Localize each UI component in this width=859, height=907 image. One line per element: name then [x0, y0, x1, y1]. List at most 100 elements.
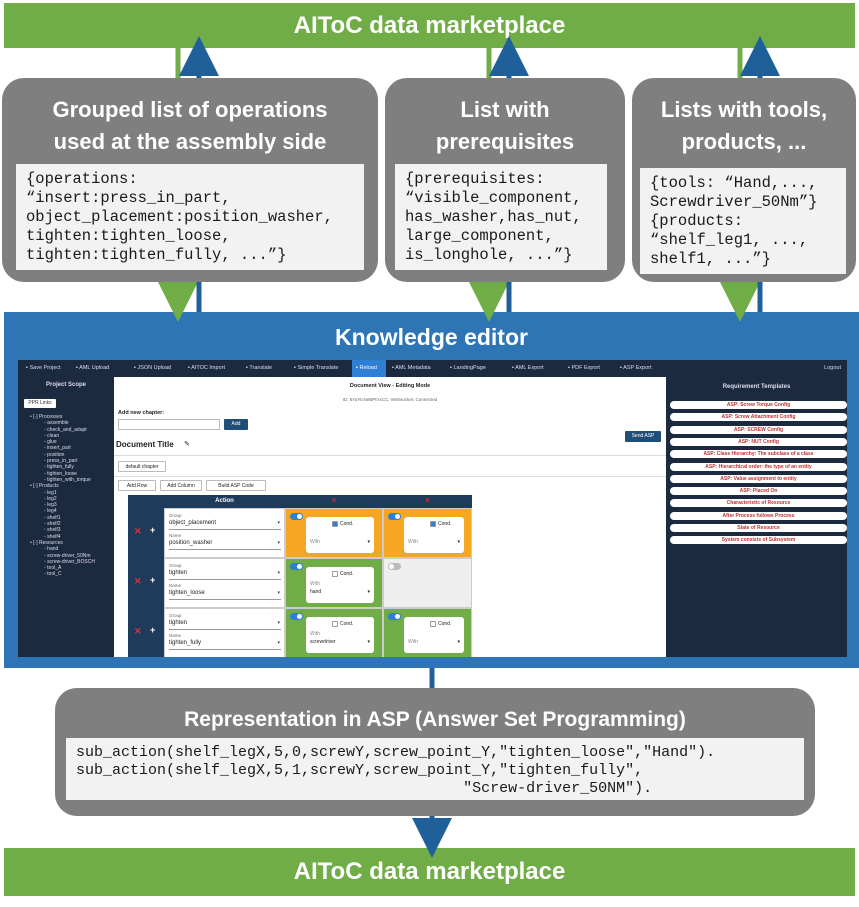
group-select[interactable]: object_placement	[169, 520, 217, 526]
tree-item[interactable]: • [-] Resources	[30, 539, 63, 546]
chevron-down-icon[interactable]: ▾	[457, 539, 460, 545]
with-select[interactable]: With	[408, 639, 418, 645]
send-asp-button[interactable]: Send ASP	[625, 431, 661, 442]
tree-item[interactable]: ◦ shelf3	[44, 527, 61, 534]
tree-item[interactable]: ◦ glue	[44, 439, 57, 446]
template-item[interactable]: ASP: Class Hierarchy: The subclass of a …	[670, 450, 847, 459]
menu-item-aml-upload[interactable]: ▪ AML Upload	[76, 365, 110, 371]
chevron-down-icon[interactable]: ▾	[277, 540, 280, 546]
tree-item[interactable]: ◦ screw-driver_BOSCH	[44, 558, 95, 565]
chevron-down-icon[interactable]: ▾	[367, 589, 370, 595]
cond-checkbox[interactable]	[430, 621, 436, 627]
tree-item[interactable]: ◦ hand	[44, 546, 59, 553]
toggle-switch[interactable]	[290, 563, 303, 570]
template-item[interactable]: Characteristic of Resource	[670, 499, 847, 508]
toggle-switch[interactable]	[388, 613, 401, 620]
cond-checkbox[interactable]	[332, 571, 338, 577]
chevron-down-icon[interactable]: ▾	[277, 590, 280, 596]
add-chapter-button[interactable]: Add	[224, 419, 248, 430]
template-item[interactable]: ASP: Hierarchical order: the type of an …	[670, 462, 847, 471]
tree-item[interactable]: ◦ leg1	[44, 489, 57, 496]
tree-item[interactable]: ◦ tool_A	[44, 565, 62, 572]
menu-item-translate[interactable]: ▪ Translate	[246, 365, 273, 371]
tree-item[interactable]: ◦ leg3	[44, 502, 57, 509]
template-item[interactable]: After Process follows Process	[670, 511, 847, 520]
template-item[interactable]: ASP: Screw Attachment Config	[670, 413, 847, 422]
tree-item[interactable]: ◦ tighten_fully	[44, 464, 74, 471]
cond-checkbox[interactable]	[430, 521, 436, 527]
add-column-button[interactable]: Add Column	[160, 480, 202, 491]
toggle-switch[interactable]	[290, 513, 303, 520]
with-select[interactable]: With	[408, 539, 418, 545]
delete-column-icon[interactable]: ✕	[331, 498, 337, 504]
tree-item[interactable]: ◦ insert_part	[44, 445, 71, 452]
with-select[interactable]: hand	[310, 589, 322, 595]
tree-item[interactable]: ◦ tool_C	[44, 571, 62, 578]
tree-item[interactable]: • [-] Processes	[30, 414, 63, 420]
add-chapter-input[interactable]	[118, 419, 220, 430]
template-item[interactable]: ASP: NUT Config	[670, 437, 847, 446]
menu-item-reload[interactable]: ▪ Reload	[352, 360, 386, 377]
template-item[interactable]: State of Resource	[670, 524, 847, 532]
with-select[interactable]: With	[310, 539, 320, 545]
add-icon[interactable]: +	[150, 625, 156, 635]
toggle-switch[interactable]	[388, 563, 401, 570]
add-row-button[interactable]: Add Row	[118, 480, 156, 491]
chevron-down-icon[interactable]: ▾	[457, 639, 460, 645]
add-icon[interactable]: +	[150, 575, 156, 585]
menu-item-json-upload[interactable]: ▪ JSON Upload	[134, 365, 172, 371]
cond-checkbox[interactable]	[332, 521, 338, 527]
tree-item[interactable]: ◦ shelf4	[44, 533, 61, 540]
with-select[interactable]: screwdriver	[310, 639, 336, 645]
tree-item[interactable]: ◦ tighten_loose	[44, 470, 77, 477]
menu-item-aml-export[interactable]: ▪ AML Export	[512, 365, 544, 371]
menu-item-simple-translate[interactable]: ▪ Simple Translate	[294, 365, 339, 371]
tree-item[interactable]: ◦ shelf1	[44, 514, 61, 521]
ppr-links-button[interactable]: PPR Links	[24, 399, 56, 408]
tree-item[interactable]: ◦ shelf2	[44, 521, 61, 528]
delete-row-icon[interactable]: ✕	[134, 626, 142, 636]
tree-item[interactable]: ◦ check_and_adapt	[44, 426, 87, 433]
cond-checkbox[interactable]	[332, 621, 338, 627]
delete-row-icon[interactable]: ✕	[134, 526, 142, 536]
chevron-down-icon[interactable]: ▾	[277, 520, 280, 526]
tree-item[interactable]: ◦ position	[44, 451, 65, 458]
chevron-down-icon[interactable]: ▾	[367, 539, 370, 545]
menu-item-pdf-export[interactable]: ▪ PDF Export	[568, 365, 600, 371]
menu-item-asp-export[interactable]: ▪ ASP Export	[620, 365, 652, 371]
group-select[interactable]: tighten	[169, 620, 188, 626]
menu-item-landingpage[interactable]: ▪ LandingPage	[450, 365, 486, 371]
build-asp-button[interactable]: Build ASP Code	[206, 480, 266, 491]
menu-item-aitoc-import[interactable]: ▪ AITOC Import	[188, 365, 225, 371]
template-item[interactable]: ASP: Placed On	[670, 487, 847, 496]
name-select[interactable]: tighten_loose	[169, 590, 205, 596]
add-icon[interactable]: +	[150, 525, 156, 535]
chevron-down-icon[interactable]: ▾	[277, 570, 280, 576]
template-item[interactable]: ASP: SCREW Config	[670, 425, 847, 434]
tree-item[interactable]: ◦ tighten_with_torque	[44, 476, 91, 483]
template-item[interactable]: System consists of Subsystem	[670, 536, 847, 545]
tree-item[interactable]: ◦ assemble	[44, 420, 69, 427]
tree-item[interactable]: ◦ clean	[44, 432, 60, 439]
tree-item[interactable]: ◦ leg2	[44, 495, 57, 502]
tree-item[interactable]: • [-] Products	[30, 483, 59, 490]
toggle-switch[interactable]	[388, 513, 401, 520]
menu-item-save-project[interactable]: ▪ Save Project	[26, 365, 61, 371]
delete-row-icon[interactable]: ✕	[134, 576, 142, 586]
toggle-switch[interactable]	[290, 613, 303, 620]
template-item[interactable]: ASP: Screw Torque Config	[670, 401, 847, 409]
tree-item[interactable]: ◦ leg4	[44, 508, 57, 515]
tree-item[interactable]: ◦ press_in_part	[44, 458, 78, 465]
chevron-down-icon[interactable]: ▾	[277, 620, 280, 626]
template-item[interactable]: ASP: Value assignment to entity	[670, 474, 847, 483]
name-select[interactable]: position_washer	[169, 540, 213, 546]
group-select[interactable]: tighten	[169, 570, 188, 576]
default-chapter-tab[interactable]: default chapter	[118, 461, 166, 472]
delete-column-icon[interactable]: ✕	[424, 498, 431, 504]
chevron-down-icon[interactable]: ▾	[277, 640, 280, 646]
tree-item[interactable]: ◦ screw-driver_50Nm	[44, 552, 91, 559]
chevron-down-icon[interactable]: ▾	[367, 639, 370, 645]
edit-icon[interactable]: ✎	[184, 441, 190, 448]
name-select[interactable]: tighten_fully	[169, 640, 202, 646]
logout-link[interactable]: Logout	[824, 365, 841, 371]
